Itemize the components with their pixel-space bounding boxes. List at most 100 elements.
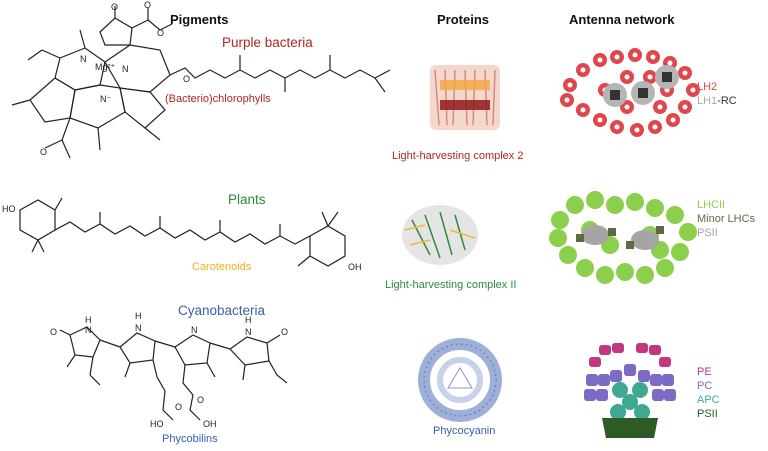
- o-label: O: [50, 327, 57, 337]
- n-label: N: [135, 323, 142, 333]
- n-label: N: [122, 64, 129, 74]
- lh2-center: [580, 107, 586, 113]
- legend-pe: PE: [697, 366, 712, 378]
- phycocyanin-structure: [418, 338, 502, 422]
- o-label: O: [144, 0, 151, 10]
- lhcii-complex: [679, 223, 697, 241]
- lhcii-complex: [576, 259, 594, 277]
- proteins-header: Proteins: [437, 12, 490, 27]
- minor-lhc: [576, 234, 584, 242]
- carotenoid-structure: HO OH: [2, 197, 362, 272]
- lh2-center: [652, 124, 658, 130]
- o-label: O: [281, 327, 288, 337]
- lh2-center: [657, 104, 663, 110]
- legend-psii: PSII: [697, 227, 718, 239]
- pe-rod: [599, 345, 611, 355]
- pc-rod: [598, 374, 610, 386]
- lh2-center: [597, 117, 603, 123]
- pc-rod: [652, 389, 664, 401]
- apc-core: [632, 382, 648, 398]
- pigments-header: Pigments: [170, 12, 229, 27]
- bacteriochlorophylls-label: (Bacterio)chlorophylls: [165, 93, 271, 105]
- apc-core: [612, 382, 628, 398]
- lh2-center: [597, 57, 603, 63]
- lhcii-complex: [606, 196, 624, 214]
- o-label: O: [111, 2, 118, 12]
- lh2-antenna-network: [560, 48, 700, 137]
- lhcii-complex: [656, 259, 674, 277]
- cyanobacteria-label: Cyanobacteria: [178, 303, 266, 318]
- lh2-center: [567, 82, 573, 88]
- lh2-center: [624, 74, 630, 80]
- antenna-network-header: Antenna network: [569, 12, 675, 27]
- o-label: O: [183, 74, 190, 84]
- n-label: N⁻: [100, 94, 111, 104]
- legend-lh2: LH2: [697, 81, 718, 93]
- o-label: O: [197, 395, 204, 405]
- legend-apc: APC: [697, 394, 720, 406]
- phycobilisome-legend: PE PC APC PSII: [697, 365, 720, 421]
- lhcii-complex: [626, 193, 644, 211]
- legend-lhcii: LHCII: [697, 199, 726, 211]
- phycobilin-structure: H N O H N N H N O HO O O OH: [50, 311, 288, 429]
- n-label: N: [245, 327, 252, 337]
- pc-rod: [664, 389, 676, 401]
- lhcii-complex: [636, 266, 654, 284]
- o-label: O: [40, 147, 47, 157]
- lh2-center: [667, 60, 673, 66]
- legend-rc: -RC: [717, 95, 737, 107]
- lhcii-complex: [666, 206, 684, 224]
- lh2-center: [564, 97, 570, 103]
- lh2-center: [632, 52, 638, 58]
- carotenoids-label: Carotenoids: [192, 261, 252, 273]
- plants-label: Plants: [228, 192, 266, 207]
- pc-rod: [650, 374, 662, 386]
- lhcii-protein-label: Light-harvesting complex II: [385, 279, 517, 291]
- h-label: H: [245, 315, 252, 325]
- lh2-center: [580, 67, 586, 73]
- h-label: H: [85, 315, 92, 325]
- lhcii-complex: [616, 263, 634, 281]
- lhcii-complex: [596, 266, 614, 284]
- oh-label: OH: [203, 419, 217, 429]
- minor-lhc: [656, 226, 664, 234]
- pe-rod: [612, 343, 624, 353]
- lhcii-complex: [586, 191, 604, 209]
- pc-rod: [610, 370, 622, 382]
- lh2-center: [614, 124, 620, 130]
- pc-rod: [596, 389, 608, 401]
- legend-lh1: LH1: [697, 95, 718, 107]
- oh-label: OH: [348, 262, 362, 272]
- minor-lhc: [626, 241, 634, 249]
- psii-base: [602, 418, 658, 438]
- ho-label: HO: [150, 419, 164, 429]
- bacteriochlorophyll-structure: Mg²⁺ N N N⁻ O O O O O: [11, 0, 391, 159]
- n-label: N: [191, 325, 198, 335]
- psii-core: [631, 230, 659, 250]
- apc-core: [610, 404, 626, 420]
- minor-lhc: [608, 228, 616, 236]
- lhcii-complex: [551, 211, 569, 229]
- lh2-center: [682, 70, 688, 76]
- pe-rod: [589, 357, 601, 367]
- phycocyanin-label: Phycocyanin: [433, 425, 496, 437]
- lhcii-legend: LHCII Minor LHCs PSII: [697, 198, 755, 240]
- o-label: O: [157, 28, 164, 38]
- psii-core: [581, 225, 609, 245]
- legend-psii: PSII: [697, 408, 718, 420]
- pc-rod: [586, 374, 598, 386]
- lh2-center: [614, 54, 620, 60]
- lh2-protein-label: Light-harvesting complex 2: [392, 150, 524, 162]
- legend-lh1-rc: LH1-RC: [697, 94, 737, 108]
- o-label: O: [175, 402, 182, 412]
- n-label: N: [85, 325, 92, 335]
- lh2-center: [690, 87, 696, 93]
- lh2-center: [624, 104, 630, 110]
- h-label: H: [135, 311, 142, 321]
- lhcii-complex: [646, 199, 664, 217]
- phycobilisome-network: [584, 343, 676, 438]
- lhcii-complex: [671, 243, 689, 261]
- pe-rod: [659, 357, 671, 367]
- mg-label: Mg²⁺: [95, 62, 115, 72]
- lh2-legend: LH2 LH1-RC: [697, 80, 737, 108]
